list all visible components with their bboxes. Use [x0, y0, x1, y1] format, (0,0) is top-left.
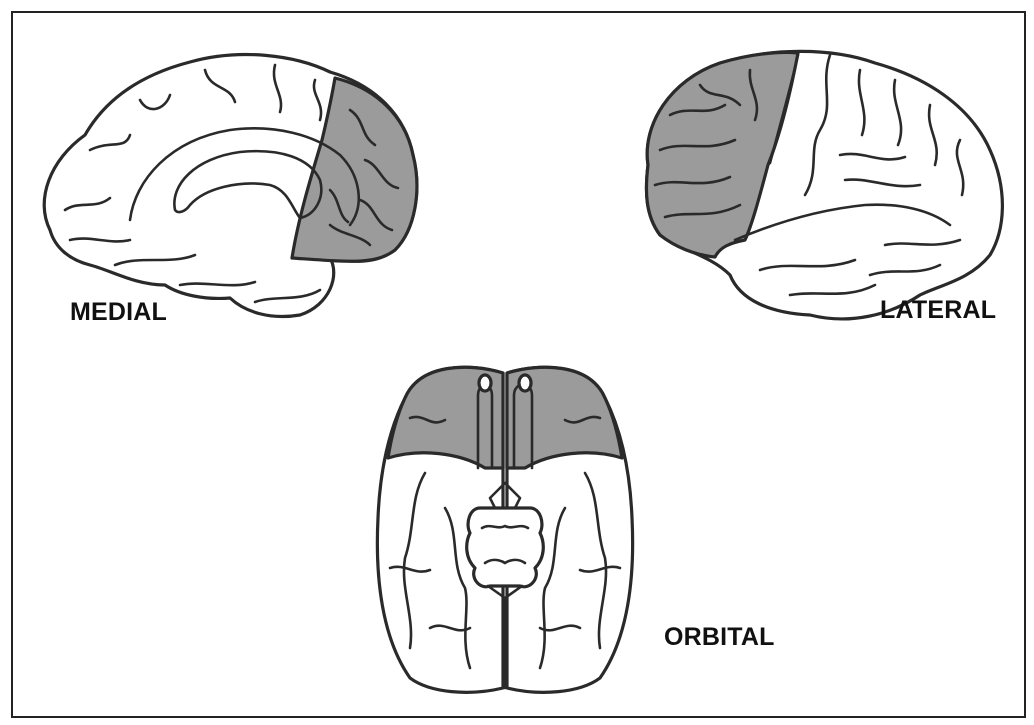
label-lateral: LATERAL [880, 298, 996, 323]
label-orbital: ORBITAL [664, 625, 775, 650]
medial-brain-view [30, 40, 430, 330]
orbital-brainstem [467, 508, 544, 587]
orbital-brain-view [370, 358, 640, 698]
label-medial: MEDIAL [70, 300, 167, 325]
lateral-brain-view [630, 45, 1010, 335]
